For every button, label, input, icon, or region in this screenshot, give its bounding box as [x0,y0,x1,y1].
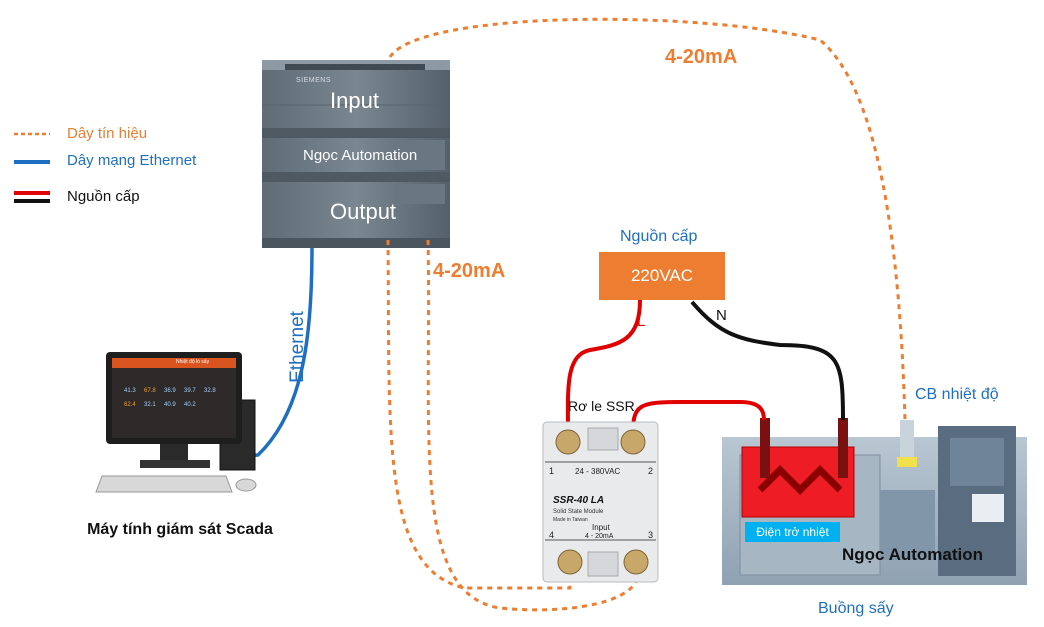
legend-ethernet-label: Dây mạng Ethernet [67,152,197,169]
legend-signal-label: Dây tín hiệu [67,125,148,142]
ssr-made-in: Made in Taiwan [553,517,588,523]
ssr-input-title: Input [592,523,611,532]
plc-input-label: Input [330,88,379,113]
signal-wire-output-2 [426,239,640,612]
screen-title: Nhiệt độ lò sấy [176,359,210,365]
power-wire-ssr-heater [631,400,766,433]
ssr-terminal-4: 4 [549,530,554,540]
screen-value: 40.2 [184,402,196,408]
ssr-input-range: 4 - 20mA [585,533,614,540]
screen-value: 32.8 [204,388,216,394]
oven-brand-label: Ngọc Automation [842,545,984,564]
heater-label-text: Điện trở nhiệt [756,525,829,539]
line-label: L [637,313,646,330]
power-wire-n [690,300,845,421]
power-supply-box: 220VAC [599,252,725,300]
power-wire-l [565,299,642,433]
power-supply-voltage: 220VAC [630,266,694,285]
ssr-model: SSR-40 LA [553,495,604,506]
screen-value: 67.8 [144,388,156,394]
oven-label: Buồng sấy [818,600,894,617]
neutral-label: N [716,307,727,324]
screen-value: 39.7 [184,388,196,394]
signal-label-top: 4-20mA [665,46,738,68]
screen-value: 36.9 [164,388,176,394]
computer [95,352,257,493]
ssr-subtitle: Solid State Module [553,509,604,515]
plc-name-label: Ngọc Automation [303,147,418,164]
ssr-title: Rơ le SSR [568,398,635,414]
screen-value: 40.9 [164,402,176,408]
plc-device [262,60,450,248]
ethernet-cable [227,247,314,459]
signal-wire-top [388,17,907,421]
ssr-terminal-1: 1 [549,466,554,476]
legend-power-label: Nguồn cấp [67,188,140,205]
screen-value: 62.4 [124,402,136,408]
screen-value: 41.3 [124,388,136,394]
signal-label-mid: 4-20mA [433,260,506,282]
plc-brand: SIEMENS [296,77,332,84]
plc-output-label: Output [330,199,397,224]
temperature-sensor-label: CB nhiệt độ [915,386,999,403]
heater-label: Điện trở nhiệt [745,522,840,542]
power-supply-title: Nguồn cấp [620,228,698,245]
ssr-range: 24 - 380VAC [575,467,620,476]
screen-value: 32.1 [144,402,156,408]
ssr-device: 1 2 24 - 380VAC SSR-40 LA Solid State Mo… [542,421,659,583]
computer-label: Máy tính giám sát Scada [87,521,273,538]
legend-lines [14,132,50,203]
ssr-terminal-2: 2 [648,466,653,476]
ethernet-label: Ethernet [286,311,308,383]
heater-element [741,418,855,518]
ssr-terminal-3: 3 [648,530,653,540]
signal-wire-output-1 [386,239,572,590]
